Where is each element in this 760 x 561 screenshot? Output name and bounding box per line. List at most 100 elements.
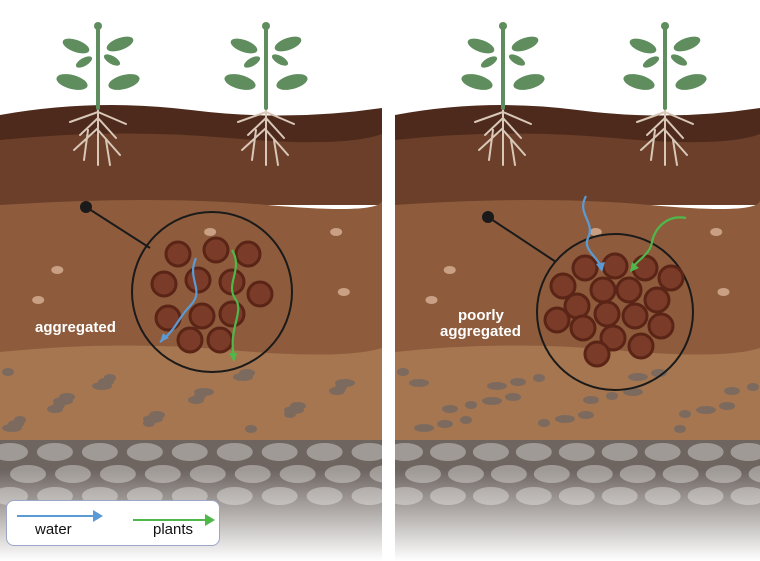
pebble bbox=[245, 425, 257, 433]
leaf-icon bbox=[642, 56, 660, 68]
pebble bbox=[335, 379, 355, 387]
pebble bbox=[397, 368, 409, 376]
soil-aggregate bbox=[657, 264, 685, 292]
soil-aggregate bbox=[599, 324, 627, 352]
soil-spot bbox=[330, 228, 343, 236]
pebble bbox=[583, 396, 599, 404]
plants-arrow bbox=[230, 249, 240, 357]
plants-arrow-head bbox=[229, 353, 237, 362]
rock bbox=[306, 443, 343, 461]
soil-aggregate bbox=[184, 266, 212, 294]
leaf-icon bbox=[629, 38, 657, 54]
soil-aggregate bbox=[601, 252, 629, 280]
plant-icon bbox=[623, 22, 707, 166]
legend: water plants bbox=[6, 500, 220, 546]
leaf-icon bbox=[511, 36, 539, 52]
pebble bbox=[465, 401, 477, 409]
legend-plants-label: plants bbox=[153, 521, 194, 538]
soil-aggregate bbox=[206, 326, 234, 354]
leaf-icon bbox=[75, 56, 93, 68]
water-arrow-head bbox=[93, 510, 103, 522]
pebble bbox=[538, 419, 550, 427]
pebble bbox=[239, 369, 255, 377]
rock bbox=[36, 443, 73, 461]
bottom-fade bbox=[395, 470, 760, 561]
soil-aggregate bbox=[569, 314, 597, 342]
pebble bbox=[149, 411, 165, 419]
pebble bbox=[533, 374, 545, 382]
soil-aggregate bbox=[543, 306, 571, 334]
rock bbox=[216, 443, 253, 461]
poorly-label: poorly bbox=[458, 307, 504, 324]
topsoil-layer bbox=[0, 133, 382, 205]
water-arrow-head bbox=[160, 333, 169, 342]
soil-spot bbox=[51, 266, 64, 274]
pebble bbox=[59, 393, 75, 401]
roots-icon bbox=[474, 107, 532, 166]
soil-spot bbox=[710, 228, 723, 236]
pebble bbox=[505, 393, 521, 401]
plant-icon bbox=[461, 22, 545, 166]
soil-aggregate bbox=[218, 300, 246, 328]
leaf-icon bbox=[56, 74, 88, 90]
roots-icon bbox=[237, 107, 295, 166]
leaf-icon bbox=[108, 74, 140, 90]
pebble bbox=[674, 425, 686, 433]
plants-arrow bbox=[631, 216, 687, 269]
soil-spot bbox=[337, 288, 350, 296]
bud-icon bbox=[661, 22, 669, 30]
soil-aggregate bbox=[627, 332, 655, 360]
leaf-icon bbox=[230, 38, 258, 54]
pebble bbox=[578, 411, 594, 419]
soil-profile-poorly-aggregated bbox=[395, 0, 760, 561]
rock bbox=[81, 443, 118, 461]
pebble bbox=[623, 388, 643, 396]
plant-icon bbox=[224, 22, 308, 166]
soil-profile-aggregated bbox=[0, 22, 382, 561]
soil-aggregate bbox=[571, 254, 599, 282]
pebble bbox=[747, 383, 759, 391]
leaf-icon bbox=[106, 36, 134, 52]
pebble bbox=[409, 379, 429, 387]
plants-arrow-head bbox=[205, 514, 215, 526]
plants-arrow-line bbox=[133, 519, 207, 521]
pebble bbox=[696, 406, 716, 414]
soil-spot bbox=[32, 296, 45, 304]
pebble bbox=[482, 397, 502, 405]
soil-aggregate bbox=[176, 326, 204, 354]
soil-aggregate bbox=[583, 340, 611, 368]
soil-aggregate bbox=[647, 312, 675, 340]
zoom-circle bbox=[131, 211, 293, 373]
leaf-icon bbox=[623, 74, 655, 90]
soil-aggregate bbox=[593, 300, 621, 328]
pebble bbox=[679, 410, 691, 418]
rock bbox=[261, 443, 298, 461]
leaf-icon bbox=[271, 54, 289, 66]
leaf-icon bbox=[467, 38, 495, 54]
water-arrow bbox=[159, 257, 198, 343]
leaf-icon bbox=[243, 56, 261, 68]
soil-spot bbox=[443, 266, 456, 274]
soil-aggregate bbox=[246, 280, 274, 308]
soil-aggregate bbox=[202, 236, 230, 264]
pointer-dot bbox=[482, 211, 494, 223]
pebble bbox=[414, 424, 434, 432]
soil-aggregate bbox=[154, 304, 182, 332]
leaf-icon bbox=[62, 38, 90, 54]
zoom-circle bbox=[536, 233, 694, 391]
rock bbox=[472, 443, 509, 461]
soil-aggregate bbox=[164, 240, 192, 268]
pointer-line bbox=[85, 206, 151, 249]
plants-arrow-head bbox=[630, 262, 639, 272]
soil-spot bbox=[425, 296, 438, 304]
bud-icon bbox=[499, 22, 507, 30]
aggregated-label: aggregated bbox=[35, 319, 116, 336]
leaf-icon bbox=[480, 56, 498, 68]
rock bbox=[429, 443, 466, 461]
pebble bbox=[724, 387, 740, 395]
rock bbox=[558, 443, 595, 461]
pebble bbox=[487, 382, 507, 390]
rock bbox=[171, 443, 208, 461]
pebble bbox=[606, 392, 618, 400]
